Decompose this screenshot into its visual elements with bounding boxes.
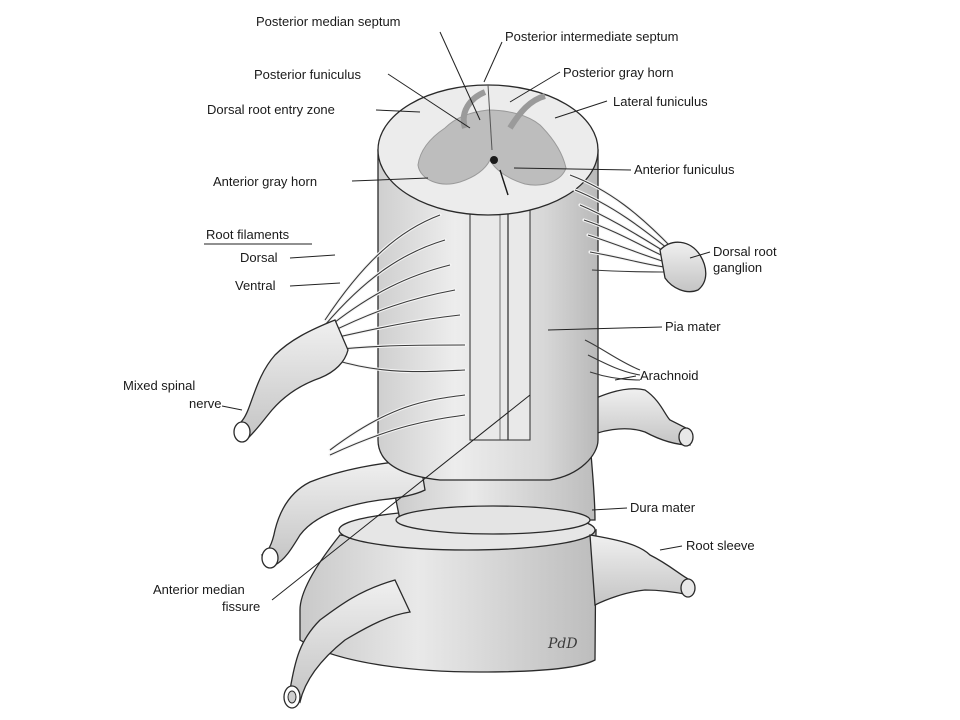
label-dorsal-root-ganglion-line1: Dorsal root	[713, 244, 777, 259]
nerve-sleeve-mid-right	[569, 388, 694, 447]
label-anterior-median-fissure-line1: Anterior median	[153, 582, 245, 597]
label-mixed-spinal-nerve-line1: Mixed spinal	[123, 378, 195, 393]
label-anterior-gray-horn: Anterior gray horn	[213, 174, 317, 189]
labels: Posterior median septum Posterior interm…	[123, 14, 777, 614]
dorsal-root-ganglion	[659, 241, 707, 293]
label-dorsal: Dorsal	[240, 250, 278, 265]
cord-cross-section	[377, 84, 599, 216]
ventral-root-filaments-right	[584, 339, 641, 381]
label-posterior-intermediate-septum: Posterior intermediate septum	[505, 29, 678, 44]
label-lateral-funiculus: Lateral funiculus	[613, 94, 708, 109]
label-anterior-funiculus: Anterior funiculus	[634, 162, 735, 177]
label-posterior-funiculus: Posterior funiculus	[254, 67, 361, 82]
spinal-cord-column	[377, 149, 599, 481]
label-ventral: Ventral	[235, 278, 276, 293]
label-root-filaments: Root filaments	[206, 227, 290, 242]
label-dura-mater: Dura mater	[630, 500, 696, 515]
label-dorsal-root-entry-zone: Dorsal root entry zone	[207, 102, 335, 117]
label-mixed-spinal-nerve-line2: nerve	[189, 396, 222, 411]
label-arachnoid: Arachnoid	[640, 368, 699, 383]
root-sleeve-lower-right	[589, 534, 696, 607]
mixed-spinal-nerve	[233, 319, 349, 443]
nerve-sleeve-mid-left	[260, 459, 426, 569]
artist-signature: PdD	[547, 636, 578, 652]
root-sleeve-lower-left	[283, 579, 411, 709]
label-root-sleeve: Root sleeve	[686, 538, 755, 553]
dorsal-root-filaments-left	[323, 213, 462, 342]
label-pia-mater: Pia mater	[665, 319, 721, 334]
label-dorsal-root-ganglion-line2: ganglion	[713, 260, 762, 275]
leader-lines	[204, 31, 711, 601]
label-anterior-median-fissure-line2: fissure	[222, 599, 260, 614]
label-posterior-gray-horn: Posterior gray horn	[563, 65, 674, 80]
label-posterior-median-septum: Posterior median septum	[256, 14, 401, 29]
